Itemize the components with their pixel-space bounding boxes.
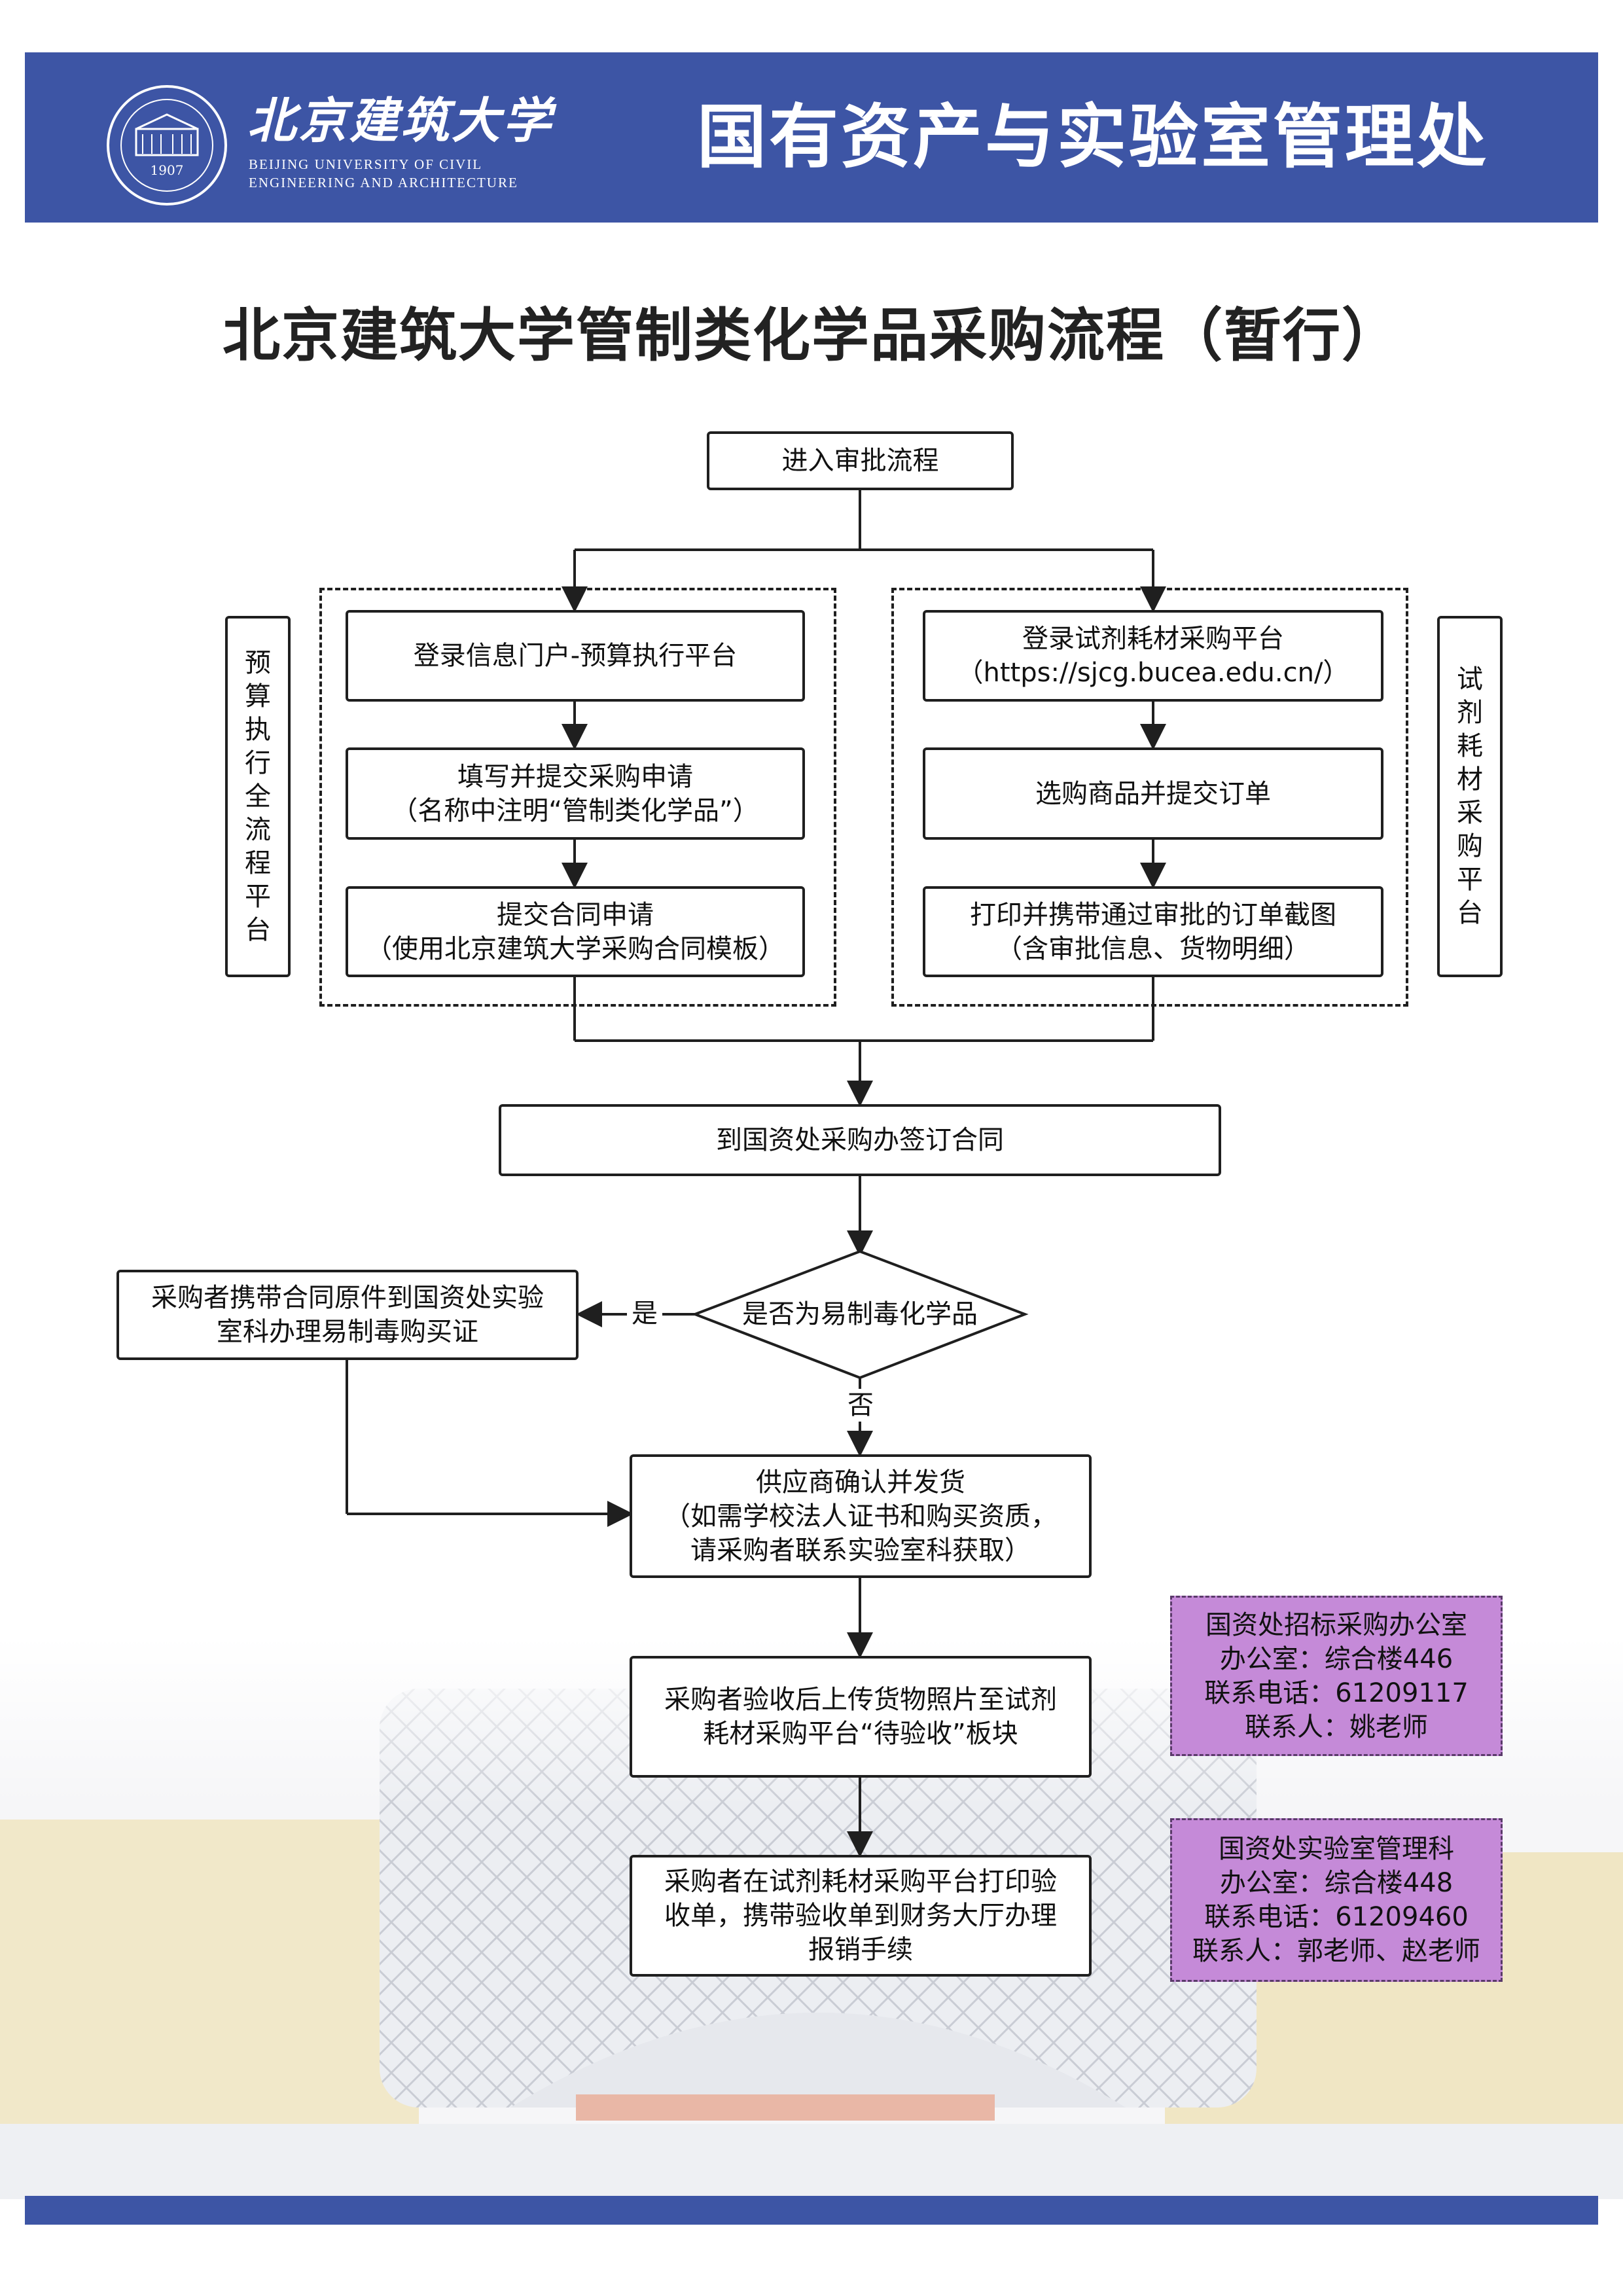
step-upload-acceptance-photos: 采购者验收后上传货物照片至试剂 耗材采购平台“待验收”板块: [630, 1656, 1092, 1778]
step-submit-purchase-request: 填写并提交采购申请 （名称中注明“管制类化学品”）: [346, 747, 805, 840]
university-logo-text: 北京建筑大学: [247, 93, 554, 149]
page-title: 北京建筑大学管制类化学品采购流程（暂行）: [222, 302, 1400, 369]
step-select-goods-order: 选购商品并提交订单: [923, 747, 1383, 840]
seal-year: 1907: [151, 162, 184, 178]
contact-procurement-office: 国资处招标采购办公室 办公室：综合楼446 联系电话：61209117 联系人：…: [1170, 1596, 1503, 1756]
contact-laboratory-section: 国资处实验室管理科 办公室：综合楼448 联系电话：61209460 联系人：郭…: [1170, 1818, 1503, 1982]
no-branch-label: 否: [844, 1389, 877, 1422]
decision-label: 是否为易制毒化学品: [742, 1299, 978, 1329]
reagent-platform-group: [891, 588, 1408, 1007]
step-submit-contract-request: 提交合同申请 （使用北京建筑大学采购合同模板）: [346, 886, 805, 977]
step-login-reagent-platform: 登录试剂耗材采购平台 （https://sjcg.bucea.edu.cn/）: [923, 610, 1383, 702]
decision-diamond: [691, 1249, 1029, 1380]
step-precursor-permit: 采购者携带合同原件到国资处实验 室科办理易制毒购买证: [116, 1270, 579, 1360]
step-sign-contract: 到国资处采购办签订合同: [499, 1104, 1221, 1176]
yes-branch-label: 是: [627, 1297, 662, 1330]
university-english-name-line1: BEIJING UNIVERSITY OF CIVIL: [249, 156, 483, 172]
start-label: 进入审批流程: [781, 446, 939, 476]
header-banner: [25, 52, 1598, 223]
department-title: 国有资产与实验室管理处: [697, 97, 1489, 177]
start-approval-box: 进入审批流程: [707, 431, 1014, 490]
step-print-receipt-reimburse: 采购者在试剂耗材采购平台打印验 收单，携带验收单到财务大厅办理 报销手续: [630, 1855, 1092, 1977]
university-seal-icon: 1907: [107, 85, 227, 206]
step-print-order-screenshot: 打印并携带通过审批的订单截图 （含审批信息、货物明细）: [923, 886, 1383, 977]
footer-bar: [25, 2196, 1598, 2225]
step-login-budget-platform: 登录信息门户-预算执行平台: [346, 610, 805, 702]
step-supplier-ships: 供应商确认并发货 （如需学校法人证书和购买资质， 请采购者联系实验室科获取）: [630, 1454, 1092, 1578]
budget-platform-group: [319, 588, 836, 1007]
budget-platform-label: 预 算 执 行 全 流 程 平 台: [225, 616, 291, 977]
university-english-name-line2: ENGINEERING AND ARCHITECTURE: [249, 175, 518, 190]
reagent-platform-label: 试 剂 耗 材 采 购 平 台: [1437, 616, 1503, 977]
